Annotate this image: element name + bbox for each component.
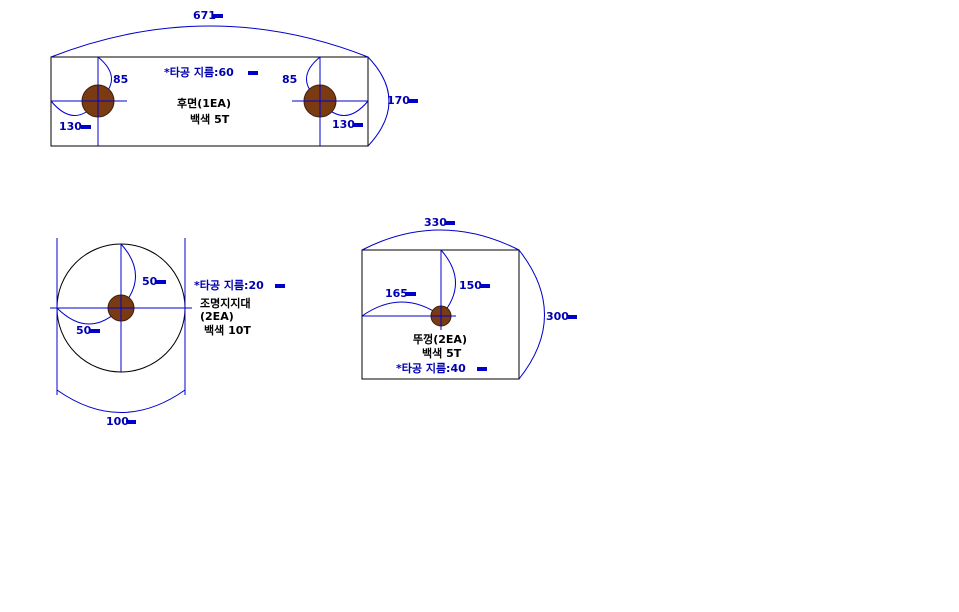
- unit-mark: [477, 367, 487, 371]
- light-support-offset-x-label: 50: [76, 324, 92, 337]
- lid-width-dimension-arc: [361, 229, 520, 251]
- unit-mark: [275, 284, 285, 288]
- light-support-diameter-label: 100: [106, 415, 129, 428]
- light-support-hole-diameter-note: *타공 지름:20: [194, 278, 264, 292]
- light-support-quantity: (2EA): [200, 310, 234, 323]
- light-support-material: 백색 10T: [204, 323, 251, 337]
- lid-part: 330 300 165 150 뚜껑(2EA) 백색 5T *타공 지름:40: [361, 216, 577, 380]
- rear-panel-width-dimension-arc: [50, 25, 369, 58]
- rear-hole-diameter-note: *타공 지름:60: [164, 65, 234, 79]
- rear-panel-part: 671 170 *타공 지름:60 85 85 130 130 후면(1EA) …: [50, 9, 418, 147]
- rear-panel-height-dimension-arc: [367, 56, 390, 147]
- light-support-part: 50 50 100 *타공 지름:20 조명지지대 (2EA) 백색 10T: [50, 238, 285, 428]
- unit-mark: [90, 329, 100, 333]
- unit-mark: [567, 315, 577, 319]
- unit-mark: [156, 280, 166, 284]
- unit-mark: [213, 14, 223, 18]
- unit-mark: [406, 292, 416, 296]
- rear-left-offset-y-label: 85: [113, 73, 128, 86]
- rear-height-label: 170: [387, 94, 410, 107]
- lid-offset-x-label: 165: [385, 287, 408, 300]
- light-support-offset-y-label: 50: [142, 275, 158, 288]
- lid-width-label: 330: [424, 216, 447, 229]
- unit-mark: [248, 71, 258, 75]
- rear-left-offset-x-label: 130: [59, 120, 82, 133]
- lid-offset-x-arc: [361, 301, 442, 317]
- lid-material: 백색 5T: [422, 346, 462, 360]
- lid-part-name: 뚜껑(2EA): [413, 332, 467, 346]
- unit-mark: [480, 284, 490, 288]
- unit-mark: [408, 99, 418, 103]
- lid-height-label: 300: [546, 310, 569, 323]
- rear-part-name: 후면(1EA): [177, 96, 231, 110]
- unit-mark: [81, 125, 91, 129]
- rear-right-offset-y-label: 85: [282, 73, 297, 86]
- light-support-part-name: 조명지지대: [200, 296, 251, 310]
- rear-part-material: 백색 5T: [190, 112, 230, 126]
- lid-height-dimension-arc: [518, 249, 545, 380]
- unit-mark: [445, 221, 455, 225]
- unit-mark: [126, 420, 136, 424]
- lid-hole-diameter-note: *타공 지름:40: [396, 361, 466, 375]
- rear-width-label: 671: [193, 9, 216, 22]
- lid-offset-y-label: 150: [459, 279, 482, 292]
- unit-mark: [353, 123, 363, 127]
- rear-right-offset-x-label: 130: [332, 118, 355, 131]
- light-support-diameter-dimension-arc: [56, 389, 186, 413]
